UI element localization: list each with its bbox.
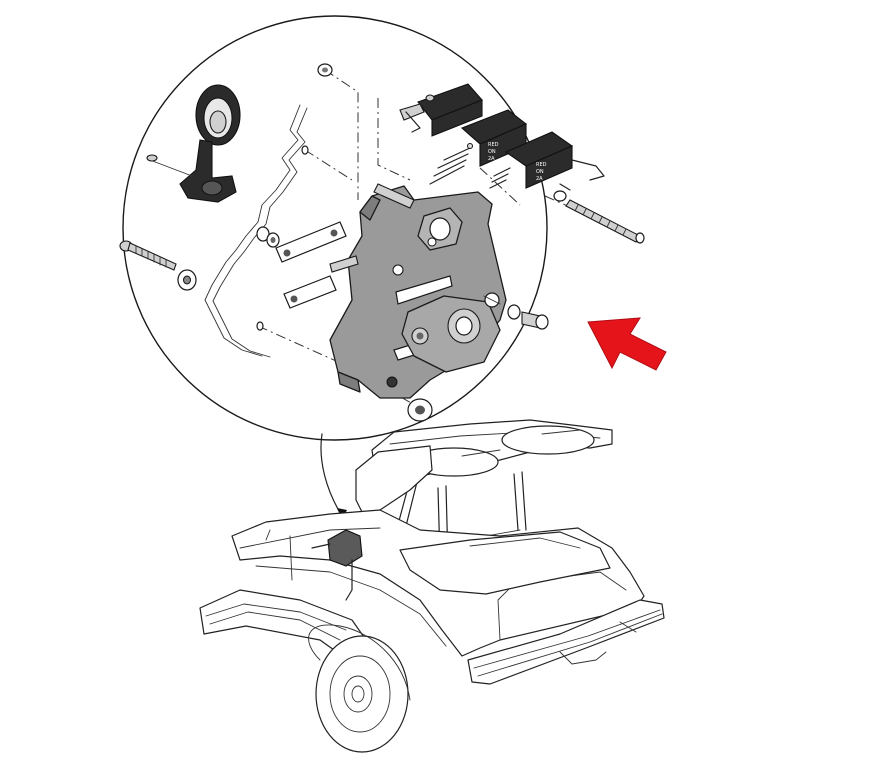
micro-switch-3: RED ON 2A <box>489 131 605 191</box>
golf-cart <box>199 419 665 753</box>
cap-nut-bottom <box>407 398 433 422</box>
leader-line <box>320 433 347 520</box>
switch-3-marking-1: RED <box>536 162 547 168</box>
nut-top <box>317 63 333 77</box>
pedal-arm-part <box>146 84 241 203</box>
switch-housing <box>329 183 507 399</box>
flat-plate-lower <box>283 275 337 309</box>
side-bolt <box>507 304 549 330</box>
switch-2-marking-3: 2A <box>488 156 495 162</box>
red-direction-arrow-icon <box>587 317 667 371</box>
switch-3-marking-2: ON <box>536 169 544 175</box>
small-hole-marks <box>256 145 309 331</box>
long-bolt-right <box>553 190 645 244</box>
switch-3-marking-3: 2A <box>536 176 543 182</box>
washers-mid-left <box>256 226 280 248</box>
panel-cutline <box>204 104 308 358</box>
switch-2-marking-1: RED <box>488 142 499 148</box>
micro-switch-2: RED ON 2A <box>429 109 528 185</box>
switch-2-marking-2: ON <box>488 149 496 155</box>
flat-plate-upper <box>275 221 347 263</box>
micro-switch-1 <box>399 83 483 137</box>
long-bolt-left <box>119 240 197 291</box>
